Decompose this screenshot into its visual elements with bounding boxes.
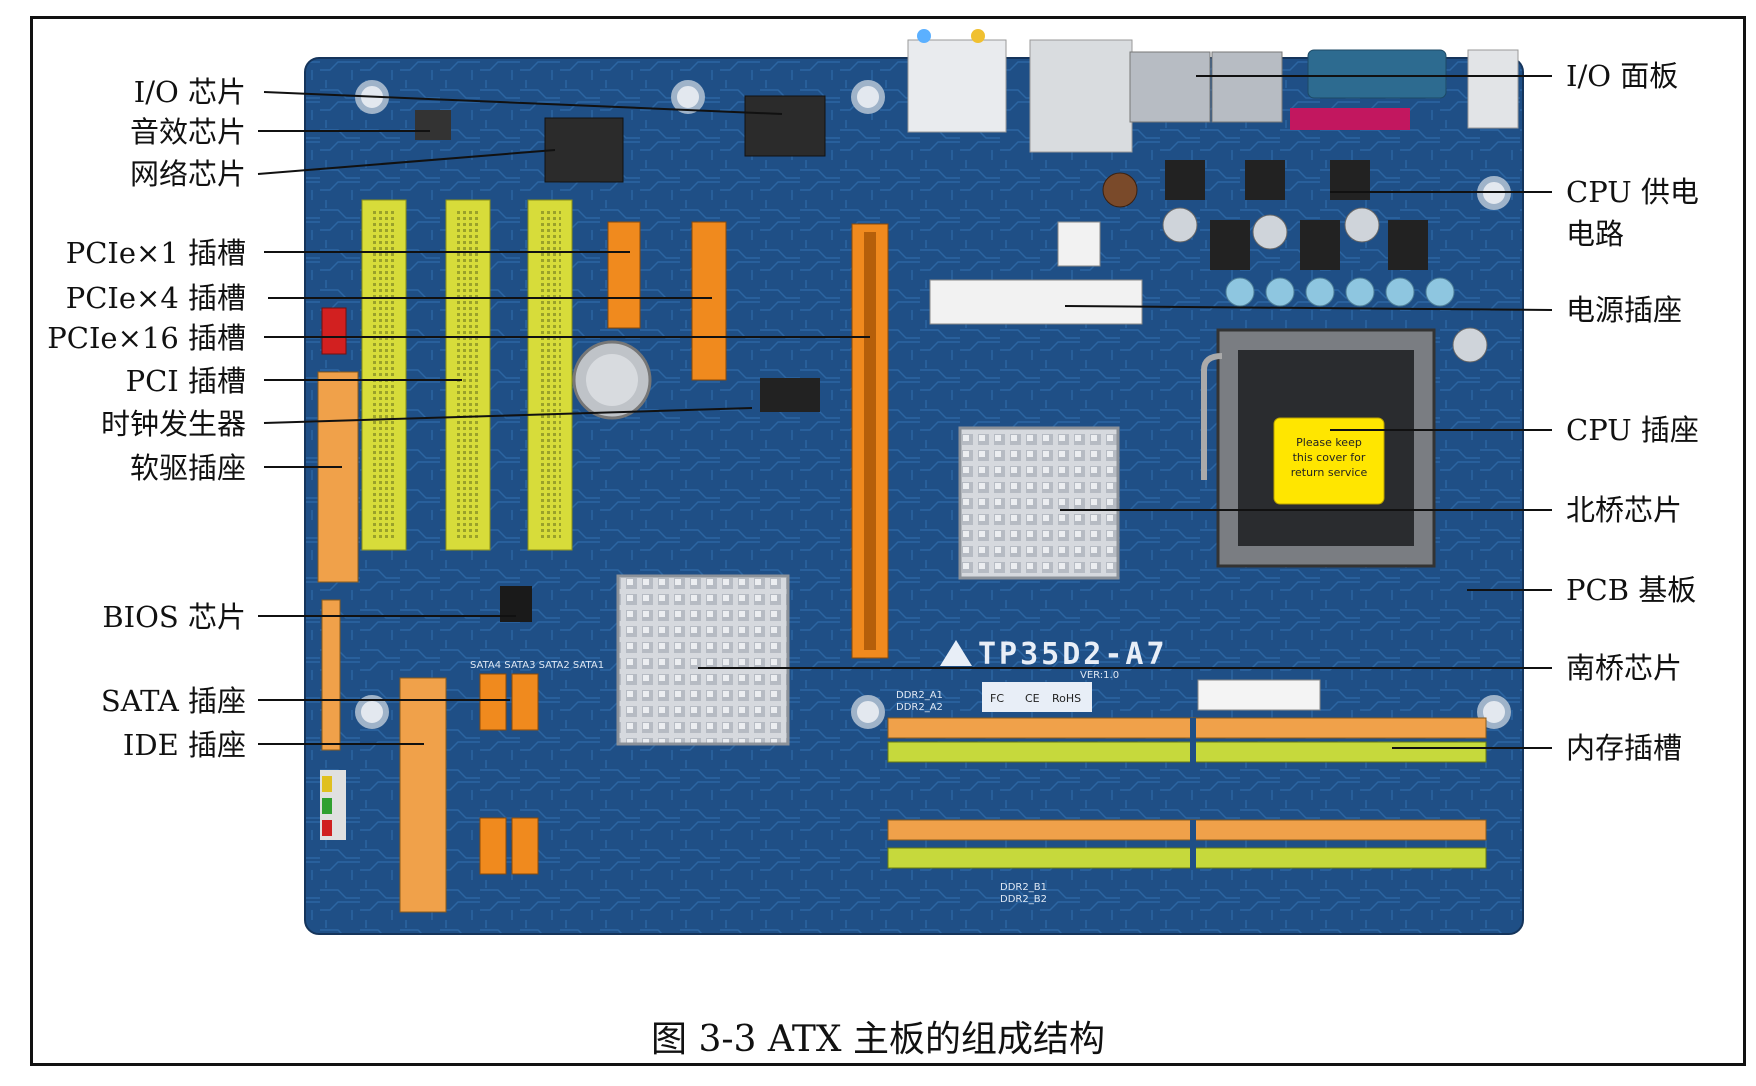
ce-mark: CE	[1025, 692, 1040, 705]
pci-slots	[361, 199, 573, 551]
ddr2-b2-label: DDR2_B2	[1000, 894, 1047, 905]
sata-connectors: SATA4 SATA3 SATA2 SATA1	[470, 660, 604, 875]
label-io-panel: I/O 面板	[1566, 59, 1678, 93]
label-cpu-power-line2: 电路	[1566, 217, 1624, 251]
fc-mark: FC	[990, 692, 1004, 705]
label-clock-generator: 时钟发生器	[101, 407, 246, 441]
southbridge-heatsink	[616, 574, 790, 746]
label-cpu-socket: CPU 插座	[1566, 413, 1699, 447]
label-cpu-power-line1: CPU 供电	[1566, 175, 1699, 209]
label-power-connector: 电源插座	[1566, 293, 1682, 327]
pcie-slots	[607, 221, 889, 659]
label-pci-slot: PCI 插槽	[126, 364, 246, 398]
label-northbridge: 北桥芯片	[1566, 493, 1682, 527]
labels-left: I/O 芯片 音效芯片 网络芯片 PCIe×1 插槽 PCIe×4 插槽 PCI…	[47, 75, 246, 762]
leader-lines-left	[257, 91, 870, 745]
label-bios-chip: BIOS 芯片	[102, 600, 246, 634]
rohs-mark: RoHS	[1052, 692, 1081, 705]
sata-silkscreen: SATA4 SATA3 SATA2 SATA1	[470, 660, 604, 671]
board-model: TP35D2-A7	[978, 637, 1168, 672]
label-floppy-connector: 软驱插座	[130, 451, 246, 485]
io-panel	[907, 29, 1519, 153]
label-pcie-x1-slot: PCIe×1 插槽	[66, 236, 246, 270]
figure-caption: 图 3-3 ATX 主板的组成结构	[651, 1019, 1105, 1060]
label-network-chip: 网络芯片	[130, 157, 246, 191]
legacy-connectors	[317, 307, 447, 913]
label-pcb-board: PCB 基板	[1566, 573, 1696, 607]
ddr2-a1-label: DDR2_A1	[896, 690, 943, 701]
label-audio-chip: 音效芯片	[130, 115, 246, 149]
northbridge-heatsink	[958, 426, 1120, 580]
ddr2-b1-label: DDR2_B1	[1000, 882, 1047, 893]
labels-right: I/O 面板 CPU 供电 电路 电源插座 CPU 插座 北桥芯片 PCB 基板…	[1566, 59, 1699, 765]
label-ide-connector: IDE 插座	[123, 728, 246, 762]
board-branding: TP35D2-A7 VER:1.0 FC CE RoHS	[940, 637, 1321, 712]
cpu-vrm	[1102, 160, 1488, 363]
ddr2-a2-label: DDR2_A2	[896, 702, 943, 713]
dimm-slots: DDR2_A1 DDR2_A2 DDR2_B1 DDR2_B2	[887, 690, 1487, 905]
leader-lines-right	[698, 75, 1553, 749]
label-memory-slot: 内存插槽	[1566, 731, 1682, 765]
label-southbridge: 南桥芯片	[1566, 651, 1682, 685]
label-sata-connector: SATA 插座	[101, 684, 246, 718]
atx-power-connector	[929, 221, 1143, 325]
label-pcie-x4-slot: PCIe×4 插槽	[66, 281, 246, 315]
label-pcie-x16-slot: PCIe×16 插槽	[47, 321, 246, 355]
board-version: VER:1.0	[1080, 670, 1119, 681]
label-io-chip: I/O 芯片	[134, 75, 246, 109]
